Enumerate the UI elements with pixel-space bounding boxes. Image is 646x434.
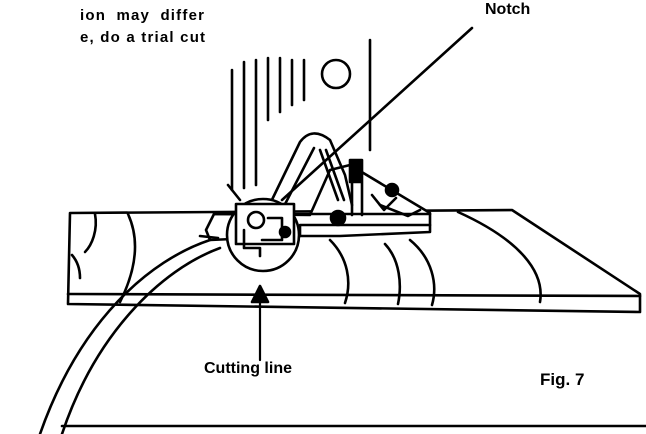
notch-label: Notch bbox=[485, 1, 531, 18]
notch-leader-line bbox=[280, 26, 474, 202]
cutting-line-label: Cutting line bbox=[204, 360, 292, 377]
power-cord-drawing bbox=[38, 238, 222, 434]
instruction-text-line-1: ion may differ bbox=[80, 7, 206, 24]
figure-caption: Fig. 7 bbox=[540, 370, 585, 389]
cutting-line-pointer bbox=[250, 284, 270, 362]
notch-plate-drawing bbox=[225, 197, 301, 273]
motor-housing-drawing bbox=[226, 38, 372, 202]
instruction-text-line-2: e, do a trial cut bbox=[80, 29, 207, 46]
